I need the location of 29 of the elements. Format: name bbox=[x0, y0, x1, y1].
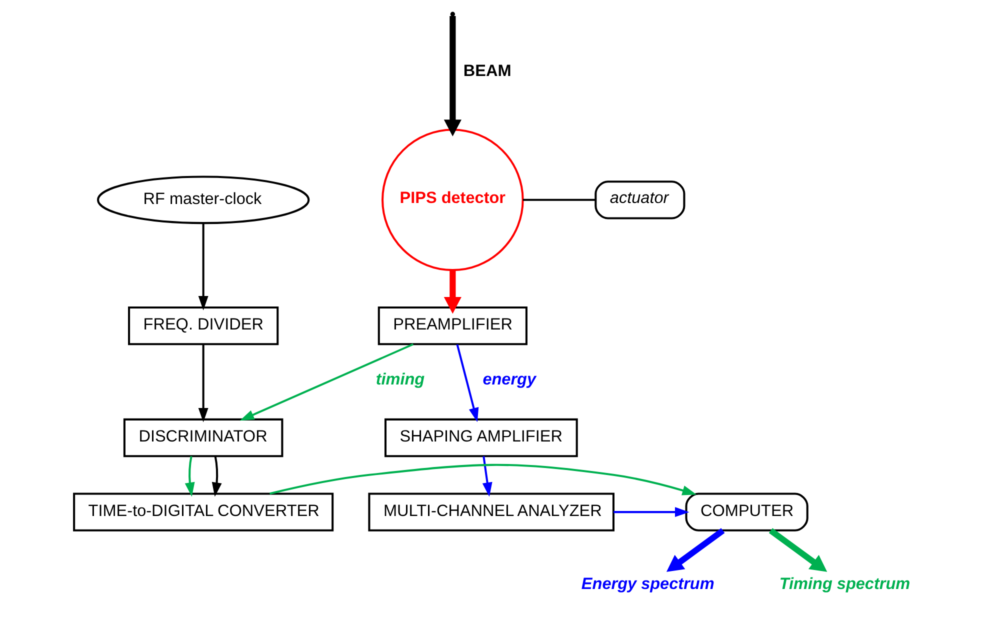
arrow bbox=[768, 528, 828, 572]
edge-label: BEAM bbox=[463, 62, 512, 80]
node-box: FREQ. DIVIDER bbox=[128, 306, 279, 346]
node-box: TIME-to-DIGITAL CONVERTER bbox=[73, 492, 334, 532]
arrow bbox=[212, 456, 222, 497]
edge-label: timing bbox=[376, 370, 425, 389]
edge-label: energy bbox=[482, 370, 536, 389]
arrow bbox=[444, 16, 462, 136]
arrow bbox=[444, 270, 462, 314]
arrow bbox=[482, 456, 492, 497]
node-box: DISCRIMINATOR bbox=[123, 418, 284, 458]
node-box: PREAMPLIFIER bbox=[378, 306, 528, 346]
arrow bbox=[184, 456, 195, 497]
node-circle: PIPS detector bbox=[382, 128, 524, 272]
node-box: COMPUTER bbox=[685, 492, 808, 532]
node-text: Timing spectrum bbox=[779, 575, 910, 594]
node-box: MULTI-CHANNEL ANALYZER bbox=[368, 492, 614, 532]
arrow bbox=[614, 507, 690, 518]
node-box: actuator bbox=[594, 180, 686, 220]
arrow bbox=[456, 344, 479, 422]
connector bbox=[522, 198, 596, 201]
node-box: SHAPING AMPLIFIER bbox=[384, 418, 578, 458]
arrow bbox=[198, 344, 208, 422]
arrow bbox=[666, 528, 725, 572]
arrow bbox=[270, 464, 697, 496]
arrow bbox=[240, 343, 414, 421]
arrow bbox=[198, 223, 208, 310]
node-text: Energy spectrum bbox=[581, 575, 714, 594]
node-ellipse: RF master-clock bbox=[97, 176, 310, 224]
